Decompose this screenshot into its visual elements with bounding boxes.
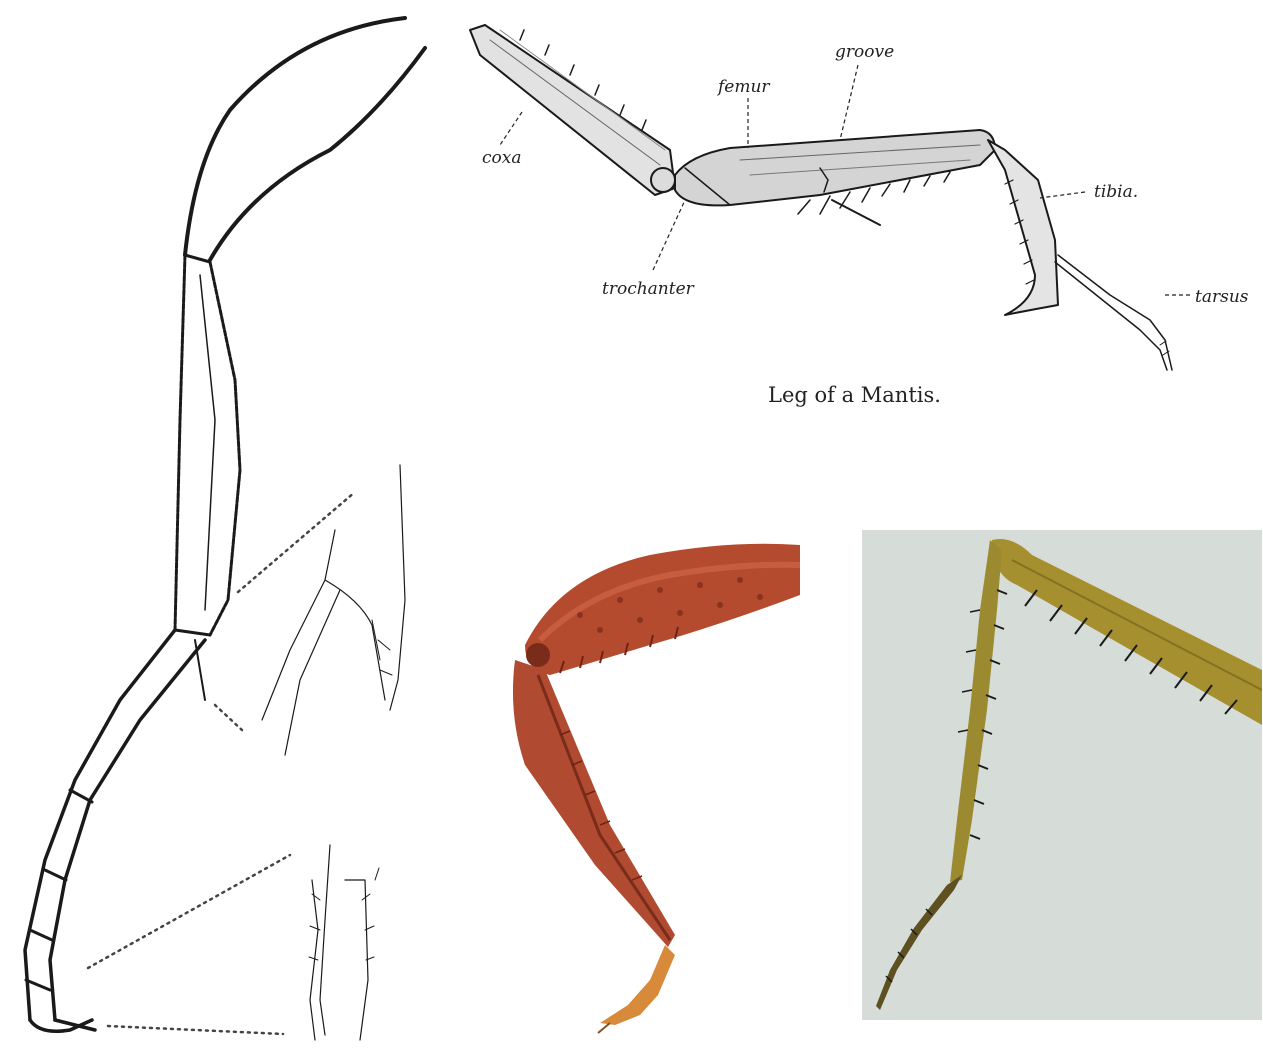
label-coxa: coxa [482, 148, 521, 168]
leg-line-drawing [0, 0, 440, 1048]
red-leg-photo [500, 535, 800, 1040]
figure-caption: Leg of a Mantis. [768, 383, 941, 407]
olive-leg-photo [862, 530, 1262, 1020]
label-tarsus: tarsus [1195, 287, 1249, 307]
label-tibia: tibia. [1094, 182, 1138, 202]
label-groove: groove [835, 42, 894, 62]
label-trochanter: trochanter [602, 279, 695, 299]
label-femur: femur [716, 77, 770, 97]
mantis-leg-diagram: coxa femur groove tibia. trochanter tars… [460, 0, 1263, 440]
